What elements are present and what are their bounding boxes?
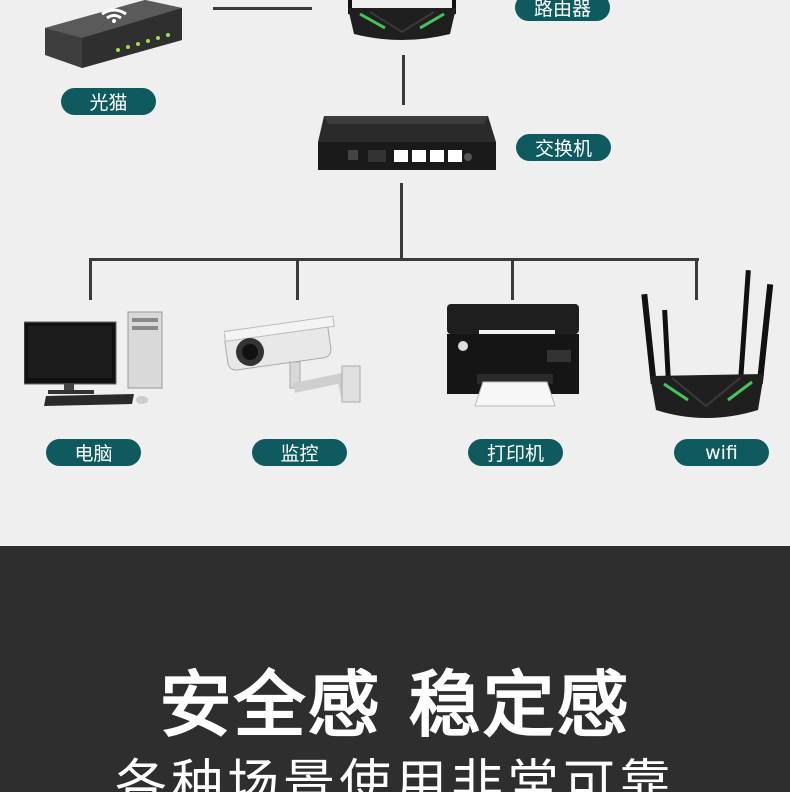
wifi-label: wifi xyxy=(674,439,769,466)
switch-trunk-connector xyxy=(400,183,403,261)
modem-label: 光猫 xyxy=(61,88,156,115)
camera-label: 监控 xyxy=(252,439,347,466)
printer-icon xyxy=(447,304,579,407)
computer-drop xyxy=(89,258,92,300)
distribution-bus xyxy=(89,258,699,261)
network-topology-section: 光猫 路由器 交换机 电脑 监控 打印机 wifi xyxy=(24,0,774,466)
wifi-drop xyxy=(695,258,698,300)
banner-subline: 各种场景使用非常可靠 xyxy=(114,755,675,792)
computer-label: 电脑 xyxy=(46,439,141,466)
router-label: 路由器 xyxy=(515,0,610,21)
switch-icon xyxy=(318,116,496,170)
printer-drop xyxy=(511,258,514,300)
promo-banner: 安全感 稳定感 各种场景使用非常可靠 xyxy=(0,546,790,792)
wifi-router-icon xyxy=(641,270,774,418)
modem-router-connector xyxy=(213,7,312,10)
router-icon xyxy=(348,0,456,40)
printer-label: 打印机 xyxy=(468,439,563,466)
modem-icon xyxy=(45,0,182,68)
banner-headline: 安全感 稳定感 xyxy=(159,663,631,747)
router-switch-connector xyxy=(402,55,405,105)
camera-drop xyxy=(296,258,299,300)
security-camera-icon xyxy=(224,315,361,403)
switch-label: 交换机 xyxy=(516,134,611,161)
computer-icon xyxy=(24,311,163,406)
